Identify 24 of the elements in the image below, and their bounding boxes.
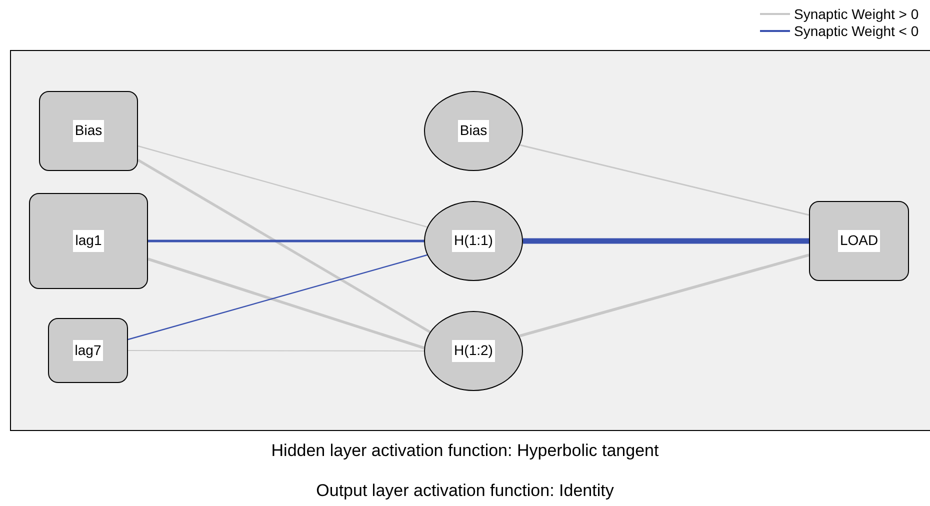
- caption-text: Output layer activation function: Identity: [315, 481, 615, 501]
- connection-line: [520, 144, 810, 216]
- node-label: Bias: [458, 120, 490, 142]
- connection-line: [148, 240, 424, 242]
- connection-line: [128, 350, 424, 352]
- caption-text: Hidden layer activation function: Hyperbolic tangent: [270, 441, 660, 461]
- neuron-box: [809, 201, 909, 281]
- neuron-box: [39, 91, 138, 171]
- legend-text: Synaptic Weight < 0: [794, 23, 919, 39]
- connection-line: [519, 254, 810, 338]
- node-label: LOAD: [838, 230, 880, 252]
- node-label: H(1:2): [452, 340, 495, 362]
- connection-line: [523, 238, 809, 244]
- connection-line: [137, 158, 431, 334]
- node-label: H(1:1): [452, 230, 495, 252]
- node-label: lag7: [72, 340, 104, 362]
- neuron-box: [29, 193, 148, 289]
- node-label: lag1: [73, 230, 104, 252]
- node-label: Bias: [72, 120, 104, 142]
- neuron-box: [48, 318, 128, 383]
- legend-text: Synaptic Weight > 0: [794, 6, 919, 22]
- connection-line: [138, 145, 428, 228]
- connection-line: [148, 258, 425, 350]
- connection-line: [128, 254, 428, 340]
